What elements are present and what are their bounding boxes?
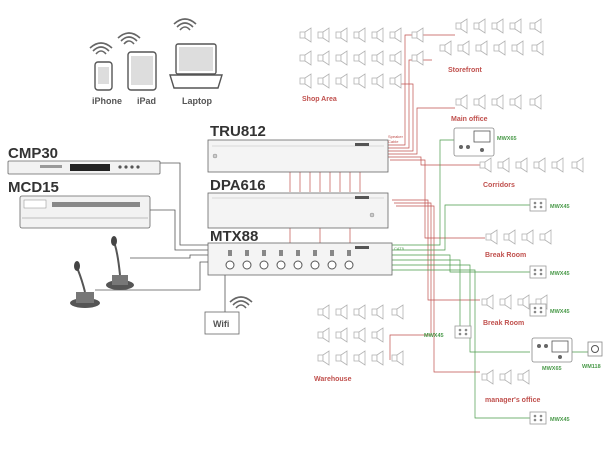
mwx45-label-3: MWX45 [550, 309, 570, 315]
mwx65-label-bottom: MWX65 [542, 366, 562, 372]
zone-corridors: Corridors [483, 182, 515, 189]
wifi-signal-icon [229, 296, 253, 309]
zone-managers-office: manager's office [485, 397, 540, 404]
zone-break-room-2: Break Room [483, 320, 524, 327]
zone-storefront: Storefront [448, 67, 483, 74]
wifi-signal-icon [89, 18, 197, 55]
mcd15-label: MCD15 [8, 179, 59, 196]
cmp30-unit [7, 160, 161, 175]
main-office-speakers [455, 94, 542, 110]
mwx45-label-1: MWX45 [550, 204, 570, 210]
audio-source-cables [95, 162, 226, 312]
mwx45-panel-icon [529, 411, 547, 425]
wm118-wall-icon [587, 341, 603, 357]
zone-warehouse: Warehouse [314, 376, 352, 383]
wifi-label: Wifi [213, 319, 229, 329]
mwx45-label-2: MWX45 [550, 271, 570, 277]
speaker-cable-label: Speaker [388, 134, 404, 139]
corridors-speakers [479, 157, 584, 173]
mwx65-label-top: MWX65 [497, 136, 517, 142]
shop-area-speakers [299, 27, 424, 89]
ipad-icon [127, 51, 157, 91]
mobile-devices: iPhone iPad Laptop [89, 18, 223, 106]
mwx45-panel-icon [529, 198, 547, 212]
mtx88-label: MTX88 [210, 228, 258, 245]
laptop-icon [169, 43, 223, 89]
mwx65-panel-icon [453, 127, 495, 157]
speaker-cables [289, 34, 485, 373]
managers-office-speakers [481, 369, 530, 385]
iphone-icon [94, 61, 113, 91]
zone-shop-area: Shop Area [302, 96, 337, 103]
laptop-label: Laptop [182, 96, 212, 106]
mcd15-unit [19, 195, 151, 229]
iphone-label: iPhone [92, 96, 122, 106]
mtx88-unit [207, 242, 393, 276]
dpa616-unit [207, 192, 389, 229]
wm118-label: WM118 [582, 364, 601, 370]
wifi-module [204, 311, 240, 335]
dpa616-label: DPA616 [210, 177, 266, 194]
mwx45-panel-icon [454, 325, 472, 339]
zone-main-office: Main office [451, 116, 488, 123]
microphone-icon [70, 261, 100, 308]
mwx45-panel-icon [529, 303, 547, 317]
cat5-label: CAT5 [394, 246, 405, 251]
ipad-label: iPad [137, 96, 156, 106]
tru812-label: TRU812 [210, 123, 266, 140]
cmp30-label: CMP30 [8, 145, 58, 162]
break-room-1-speakers [485, 229, 552, 245]
zone-break-room-1: Break Room [485, 252, 526, 259]
control-cables [392, 139, 592, 419]
mwx65-panel-icon [531, 337, 573, 363]
mwx45-label-4: MWX45 [550, 417, 570, 423]
cable-label: Cable [388, 139, 399, 144]
storefront-speakers [439, 18, 544, 56]
mwx45-label-left: MWX45 [424, 333, 444, 339]
microphone-icon [106, 236, 134, 290]
mwx45-panel-icon [529, 265, 547, 279]
tru812-unit [207, 139, 389, 173]
